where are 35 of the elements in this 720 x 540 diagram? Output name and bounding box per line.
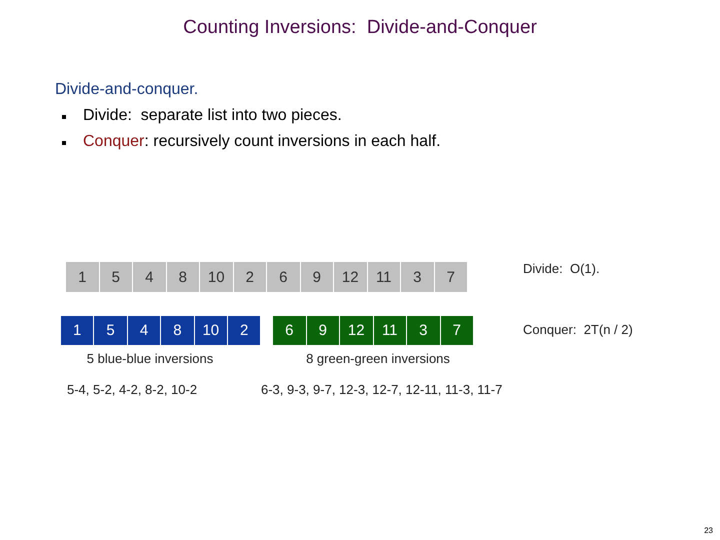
- inversion-pairs-list: 5-4, 5-2, 4-2, 8-2, 10-2: [67, 382, 198, 398]
- inversion-count-caption: 8 green-green inversions: [306, 351, 450, 367]
- array-cell: 7: [434, 262, 467, 292]
- array-cell: 9: [306, 316, 339, 345]
- heading-text: Divide-and-conquer.: [55, 80, 198, 100]
- complexity-note: Divide: O(1).: [523, 261, 600, 277]
- bullet-text: Divide: separate list into two pieces.: [83, 106, 342, 126]
- array-cell: 2: [234, 262, 266, 292]
- inversion-count-caption: 5 blue-blue inversions: [86, 351, 214, 367]
- page-number: 23: [704, 526, 713, 536]
- array-cell: 7: [440, 316, 473, 345]
- array-cell: 3: [407, 316, 440, 345]
- array-cell: 6: [273, 316, 306, 345]
- complexity-note: Conquer: 2T(n / 2): [523, 322, 633, 338]
- array-cell: 11: [374, 316, 406, 345]
- array-cell: 12: [340, 316, 372, 345]
- array-cell: 6: [267, 262, 300, 292]
- array-cell: 4: [133, 262, 166, 292]
- array-cell: 5: [100, 262, 132, 292]
- array-cell: 12: [334, 262, 366, 292]
- array-cell: 8: [161, 316, 194, 345]
- array-cell: 2: [228, 316, 260, 345]
- slide-title: Counting Inversions: Divide-and-Conquer: [183, 17, 537, 39]
- array-cell: 8: [166, 262, 199, 292]
- array-cell: 10: [194, 316, 227, 345]
- array-cell: 5: [94, 316, 127, 345]
- inversion-pairs-list: 6-3, 9-3, 9-7, 12-3, 12-7, 12-11, 11-3, 11-7: [261, 382, 502, 398]
- array-cell: 9: [300, 262, 333, 292]
- array-cell: 4: [128, 316, 160, 345]
- array-cell: 1: [66, 262, 98, 292]
- bullet-text: Conquer: recursively count inversions in each half.: [83, 132, 441, 152]
- array-cell: 11: [368, 262, 400, 292]
- array-cell: 1: [61, 316, 94, 345]
- array-cell: 10: [200, 262, 232, 292]
- array-cell: 3: [401, 262, 434, 292]
